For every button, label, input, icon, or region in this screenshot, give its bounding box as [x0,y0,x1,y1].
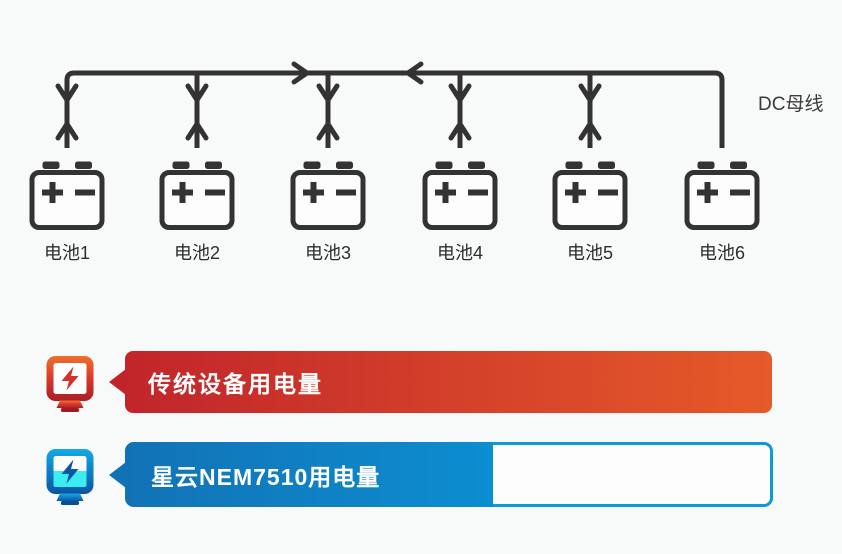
battery3-label: 电池3 [305,243,351,263]
arrow-up-icon [316,121,340,141]
nem7510-usage-bar-track: 星云NEM7510用电量 [109,442,773,507]
battery-icon [422,161,498,230]
bar-pointer-left-icon [109,369,126,395]
battery-icon [552,161,628,230]
battery1-label: 电池1 [44,243,90,263]
battery2-label: 电池2 [174,243,220,263]
connector-arrow-icons [55,61,602,141]
traditional-usage-label: 传统设备用电量 [148,371,323,397]
battery6-label: 电池6 [699,243,745,263]
dc-bus-diagram: 电池1 电池2 电池3 电池4 电池5 电池6 DC母线 [29,61,823,263]
arrow-down-icon [578,83,602,103]
power-meter-icon-blue [46,449,94,505]
battery-icon [29,161,105,230]
battery5-label: 电池5 [567,243,613,263]
arrow-up-icon [448,121,472,141]
battery-icons [29,161,760,230]
dc-bus-line [64,70,725,148]
nem7510-usage-bar-fill: 星云NEM7510用电量 [109,442,493,507]
bus-arrow-left-icon [405,61,424,85]
dc-bus-label: DC母线 [758,93,823,115]
nem7510-usage-label: 星云NEM7510用电量 [151,463,381,490]
arrow-up-icon [185,121,209,141]
bus-arrow-right-icon [291,61,310,85]
lightning-bolt-icon [61,366,79,391]
battery-labels: 电池1 电池2 电池3 电池4 电池5 电池6 [44,243,745,263]
arrow-down-icon [55,83,79,103]
bar-pointer-left-icon [109,461,126,488]
arrow-up-icon [55,121,79,141]
arrow-down-icon [185,83,209,103]
lightning-bolt-icon [61,459,79,484]
battery-icon [159,161,235,230]
arrow-down-icon [316,83,340,103]
battery-icon [290,161,366,230]
battery4-label: 电池4 [437,243,483,263]
power-meter-icon-red [46,356,94,412]
battery-icon [684,161,760,230]
arrow-down-icon [448,83,472,103]
arrow-up-icon [578,121,602,141]
traditional-usage-bar: 传统设备用电量 [109,351,772,413]
